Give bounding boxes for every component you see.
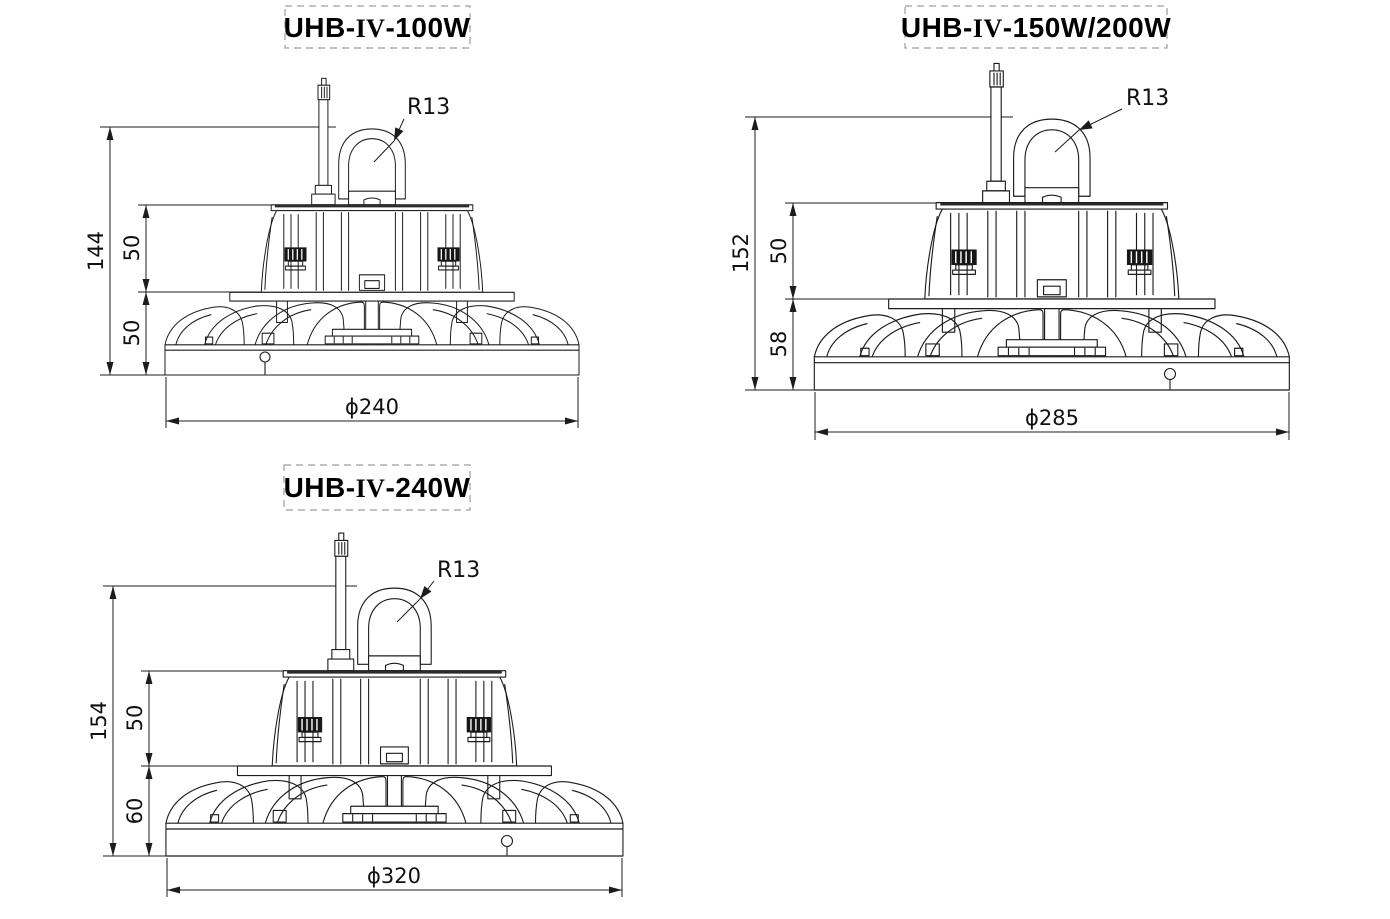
total-height-label: 152 (729, 233, 753, 273)
model-title-text: UHB-IV-240W (284, 472, 471, 503)
driver-height-label: 50 (767, 238, 791, 265)
total-height-label: 154 (87, 701, 111, 741)
ring-radius-label: R13 (1126, 86, 1169, 111)
driver-height-label: 50 (123, 705, 147, 732)
diameter-label: ϕ320 (367, 864, 421, 888)
ring-radius-callout: R13 (1054, 86, 1169, 153)
ring-radius-callout: R13 (373, 95, 450, 163)
ring-radius-callout: R13 (396, 558, 480, 623)
model-title: UHB-IV-240W (283, 464, 471, 511)
figure-uhb-240w: UHB-IV-240W 154 50 60 ϕ320 R13 (87, 464, 623, 897)
figure-uhb-150w-200w: UHB-IV-150W/200W 152 50 58 ϕ285 R13 (729, 5, 1290, 440)
model-title-text: UHB-IV-100W (284, 12, 471, 43)
dimension-annotations: 152 50 58 ϕ285 (729, 116, 1290, 440)
dimension-annotations: 154 50 60 ϕ320 (87, 585, 623, 897)
ring-radius-label: R13 (407, 95, 450, 120)
driver-height-label: 50 (120, 235, 144, 262)
diameter-label: ϕ240 (345, 395, 399, 419)
fixture-drawing (814, 63, 1289, 390)
diameter-label: ϕ285 (1025, 406, 1079, 430)
body-height-label: 58 (767, 331, 791, 358)
body-height-label: 60 (123, 798, 147, 825)
ring-radius-label: R13 (437, 558, 480, 583)
total-height-label: 144 (84, 231, 108, 271)
figure-uhb-100w: UHB-IV-100W 144 50 50 ϕ240 R13 (84, 5, 579, 428)
body-height-label: 50 (120, 320, 144, 347)
title-box (284, 5, 471, 49)
model-title: UHB-IV-100W (284, 5, 471, 49)
dimension-annotations: 144 50 50 ϕ240 (84, 126, 579, 428)
title-box (283, 464, 471, 511)
model-title: UHB-IV-150W/200W (901, 5, 1171, 49)
fixture-drawing (165, 78, 579, 375)
title-box (904, 5, 1168, 49)
model-title-text: UHB-IV-150W/200W (901, 12, 1171, 43)
fixture-drawing (166, 533, 623, 856)
